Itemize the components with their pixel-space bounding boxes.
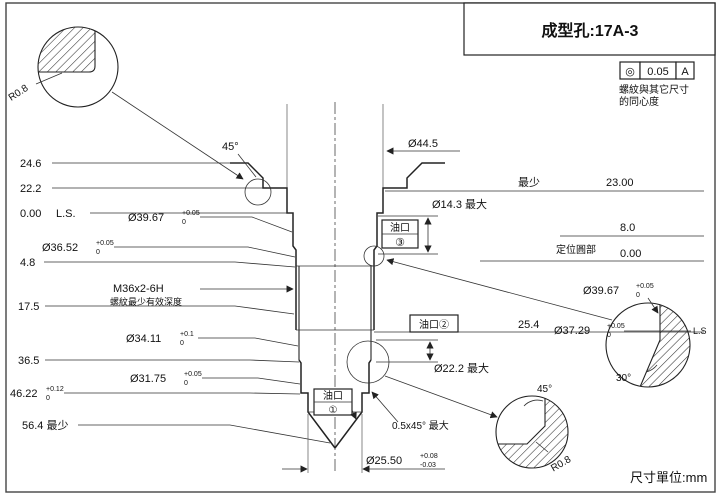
dim-24-6: 24.6 [20,158,41,170]
dim-31-75-sup: +0.05 [184,371,202,378]
dim-25-50-sup: +0.08 [420,453,438,460]
detail-leader-middle-right [386,258,613,321]
dim-25-4: 25.4 [518,319,539,331]
detail-dim-39-67: Ø39.67 [583,285,619,297]
detail-dim-37-29-sub: 0 [607,332,611,339]
fcf-value: 0.05 [647,66,668,78]
chamfer-note-group: 0.5x45° 最大 [371,391,449,432]
drawing-border [5,2,716,493]
dim-bottom-diameter: Ø25.50 +0.08 -0.03 [282,414,445,473]
dim-34-11-sup: +0.1 [180,331,194,338]
detail-leader-top-left [111,91,244,180]
dim-36-52-sup: +0.05 [96,240,114,247]
dim-39-67-sup: +0.05 [182,210,200,217]
feature-control-frame: ◎ 0.05 A 螺紋與其它尺寸 的同心度 [619,61,695,108]
detail-top-left: R0.8 [7,26,244,180]
drawing-title: 成型孔:17A-3 [542,21,639,40]
dim-top-diameter: Ø44.5 45° [222,138,460,178]
thread-depth-note: 螺紋最少有效深度 [110,296,182,307]
dim-31-75: Ø31.75 [130,373,166,385]
dim-36-52-sub: 0 [96,249,100,256]
oil-port3-circle [363,245,385,267]
dim-14-3-max: Ø14.3 最大 [432,197,487,211]
dim-4-8: 4.8 [20,257,35,269]
dim-34-11-sub: 0 [180,340,184,347]
dim-44-5: Ø44.5 [408,138,438,150]
fcf-note-line1: 螺紋與其它尺寸 [619,83,689,96]
dim-22-2-max: Ø22.2 最大 [434,361,489,375]
dim-56-4-min: 56.4 最少 [22,419,68,432]
frame: 成型孔:17A-3 尺寸單位:mm [5,2,716,493]
oil-port-2-group: 油口② Ø22.2 最大 [376,314,489,375]
dim-31-75-sub: 0 [184,380,188,387]
concentricity-icon: ◎ [625,66,635,78]
oil-port-3-number: ③ [395,237,405,249]
detail-middle-right: Ø39.67 +0.05 0 Ø37.29 +0.05 0 L.S 30° [386,258,707,388]
oil-port-1-label: 油口 [323,389,343,402]
detail-dim-37-29-sup: +0.05 [607,323,625,330]
detail-marker-top-chamfer [244,178,272,206]
dim-17-5: 17.5 [18,301,39,313]
dim-0-00-right: 0.00 [620,248,641,260]
dim-46-22-sup: +0.12 [46,386,64,393]
label-locating-part: 定位圓部 [556,243,596,256]
dim-25-50-sub: -0.03 [420,462,436,469]
fcf-datum: A [681,66,689,78]
dim-39-67: Ø39.67 [128,212,164,224]
detail-dim-39-67-sub: 0 [636,292,640,299]
dim-8-0: 8.0 [620,222,635,234]
dim-ls-label: L.S. [56,208,76,220]
oil-port-3-label: 油口 [390,221,410,234]
dim-36-5: 36.5 [18,355,39,367]
fcf-datum-cell [675,61,695,80]
unit-label: 尺寸單位:mm [630,470,707,485]
dim-23-00: 23.00 [606,177,634,189]
detail-leader-bottom-right [384,375,498,419]
dim-34-11: Ø34.11 [126,333,161,345]
dim-46-22: 46.22 [10,388,38,400]
title-box [463,2,716,56]
dim-25-50: Ø25.50 [366,455,402,467]
oil-port-1-group: 油口 ① [313,388,357,420]
dim-0-00-left: 0.00 [20,208,41,220]
dim-thread: M36x2-6H [113,283,164,295]
oil-port-2-box [409,314,459,333]
detail-ls-label: L.S [693,326,707,336]
oil-port-2-label: 油口② [419,318,449,331]
detail-dim-37-29: Ø37.29 [554,325,590,337]
oil-port-1-number: ① [329,405,338,416]
dim-22-2: 22.2 [20,183,41,195]
angle-30: 30° [616,373,631,384]
chamfer-note: 0.5x45° 最大 [392,419,449,432]
dim-46-22-sub: 0 [46,395,50,402]
fcf-note-line2: 的同心度 [619,95,659,108]
oil-port-3-group: Ø14.3 最大 油口 ③ [378,197,487,255]
dim-36-52: Ø36.52 [42,242,78,254]
detail-dim-39-67-sup: +0.05 [636,283,654,290]
angle-45-bottom: 45° [537,384,552,395]
angle-45-top: 45° [222,141,239,153]
dim-39-67-sub: 0 [182,219,186,226]
left-dimensions: 24.6 22.2 0.00 L.S. Ø39.67 +0.05 0 Ø36.5… [10,158,331,444]
dim-min-label: 最少 [518,176,540,189]
right-dimensions: 最少 23.00 8.0 定位圓部 0.00 25.4 [374,176,704,333]
